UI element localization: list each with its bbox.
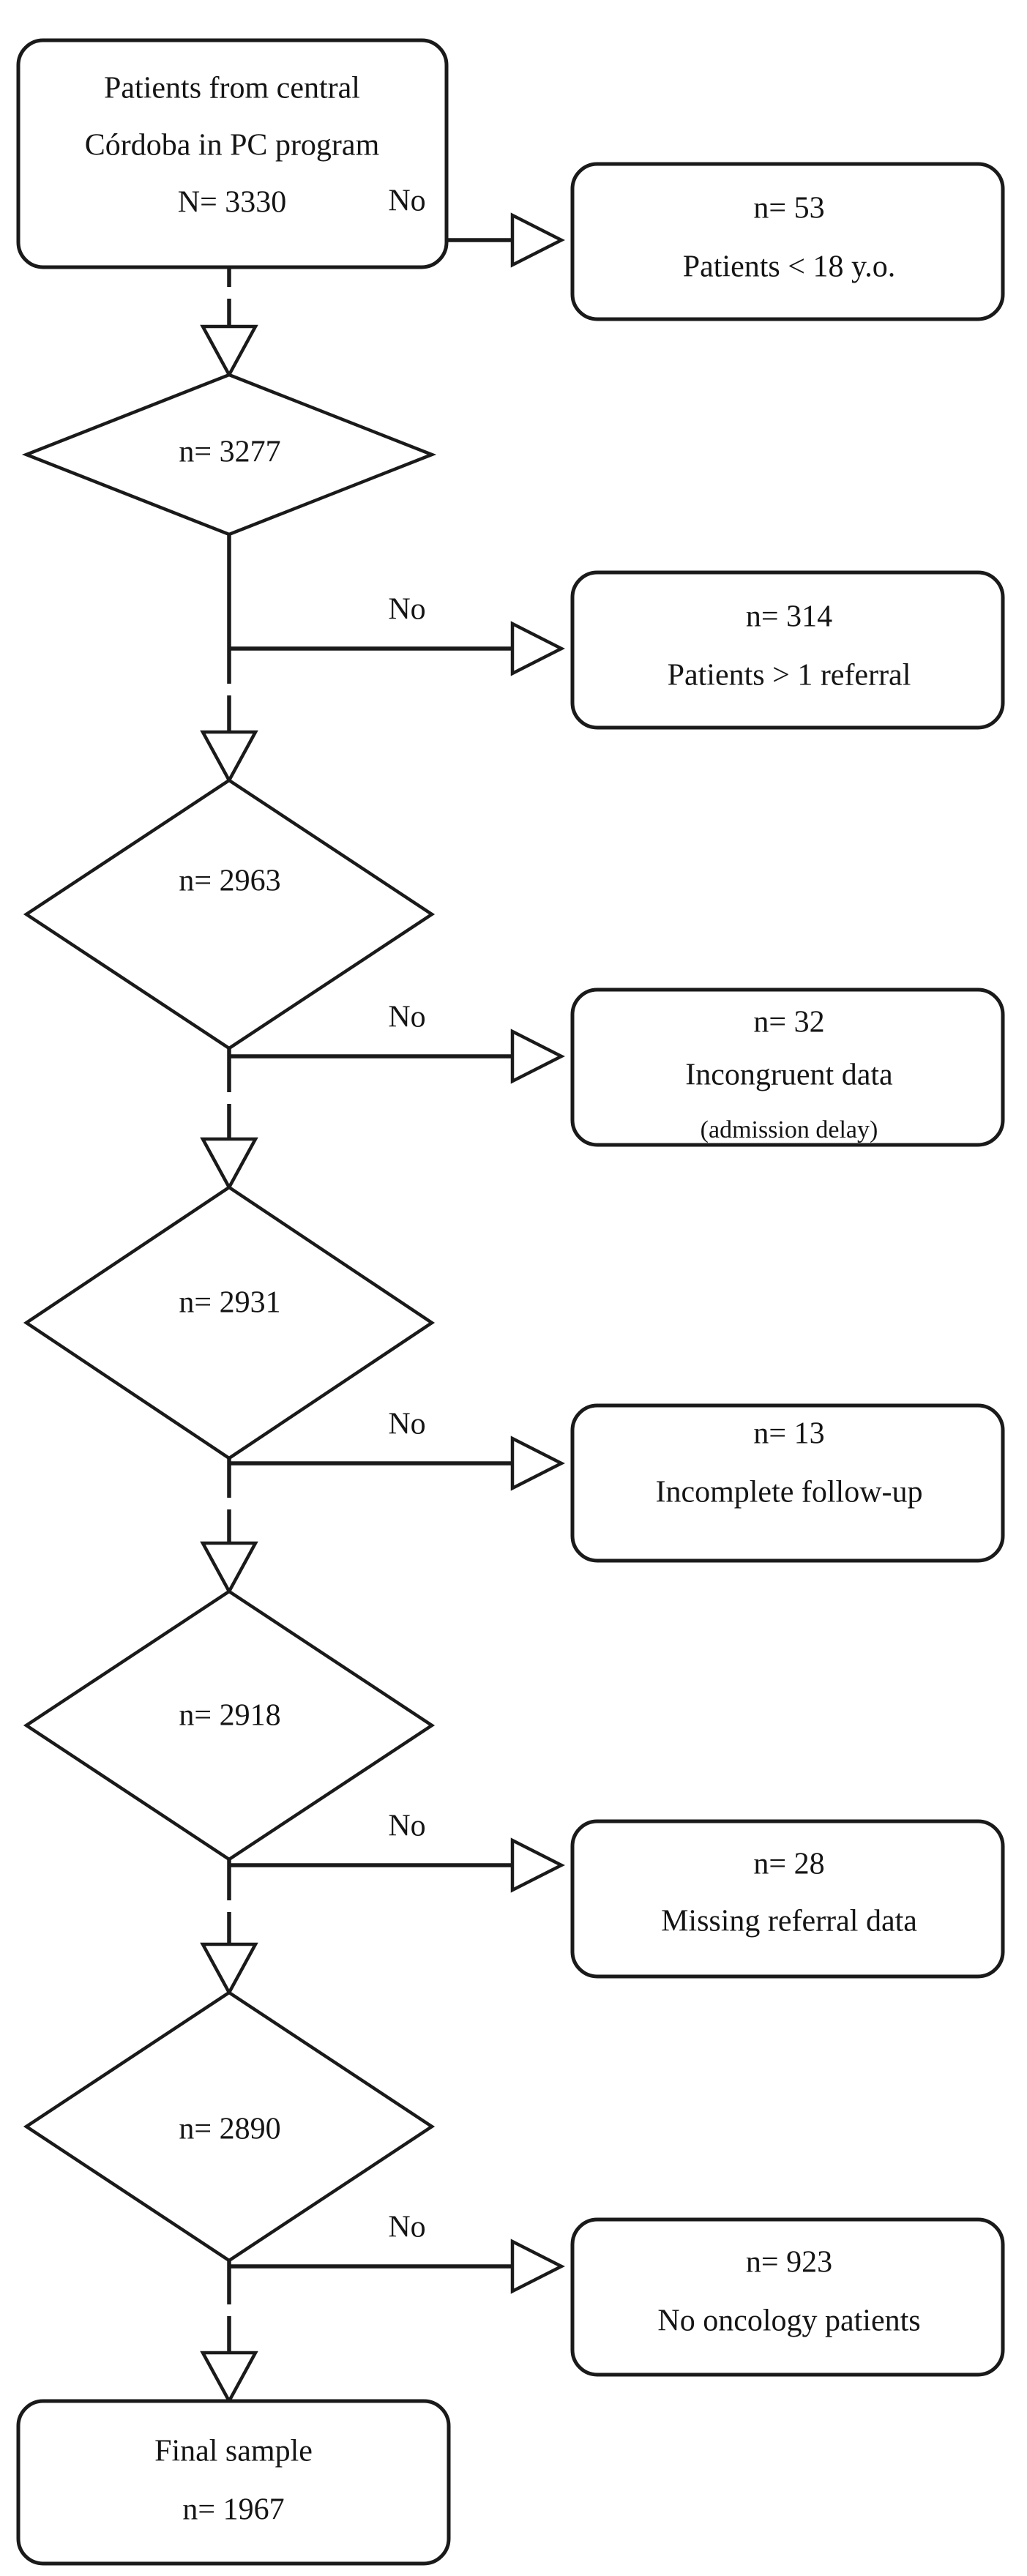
start-line-2: Córdoba in PC program (85, 129, 380, 163)
final-line-2: n= 1967 (182, 2493, 284, 2527)
arrowhead-down-6 (200, 2351, 258, 2405)
exclusion-reason-2: Patients > 1 referral (668, 659, 911, 692)
diamond-label-3: n= 2931 (179, 1286, 280, 1320)
diamond-shape-4 (23, 1589, 436, 1862)
node-exclusion-1[interactable]: n= 53 Patients < 18 y.o. (570, 162, 1005, 321)
arrowhead-right-2 (510, 621, 565, 676)
node-final-sample[interactable]: Final sample n= 1967 (16, 2399, 451, 2566)
node-exclusion-2[interactable]: n= 314 Patients > 1 referral (570, 570, 1005, 730)
exclusion-reason-1: Patients < 18 y.o. (683, 250, 895, 284)
arrowhead-right-6 (510, 2239, 565, 2294)
arrowhead-right-4 (510, 1436, 565, 1491)
branch-labels: No No No No No No (388, 184, 425, 2244)
final-line-1: Final sample (154, 2435, 313, 2468)
diamond-shape-1 (21, 373, 437, 537)
node-exclusion-5[interactable]: n= 28 Missing referral data (570, 1819, 1005, 1979)
node-exclusion-4[interactable]: n= 13 Incomplete follow-up (570, 1403, 1005, 1563)
exclusion-box-shape-2 (570, 570, 1005, 730)
exclusion-count-2: n= 314 (746, 600, 832, 634)
node-start[interactable]: Patients from central Córdoba in PC prog… (16, 38, 449, 269)
exclusion-reason-3: Incongruent data (685, 1059, 893, 1092)
exclusion-count-3: n= 32 (753, 1006, 824, 1039)
diamond-label-1: n= 3277 (179, 436, 280, 469)
diamond-label-2: n= 2963 (179, 865, 280, 898)
diamond-label-4: n= 2918 (179, 1699, 280, 1733)
branch-label-3: No (388, 1001, 425, 1034)
diamond-label-5: n= 2890 (179, 2113, 280, 2146)
start-line-3: N= 3330 (178, 186, 287, 220)
arrowhead-down-3 (200, 1137, 258, 1191)
rightward-arrowheads (510, 212, 565, 2294)
start-line-1: Patients from central (104, 72, 360, 105)
diamond-shape-2 (23, 778, 436, 1050)
arrowhead-down-2 (200, 730, 258, 784)
arrowhead-right-1 (510, 212, 565, 268)
node-decision-3[interactable]: n= 2931 (23, 1185, 436, 1460)
exclusion-note-3: (admission delay) (701, 1116, 878, 1143)
exclusion-count-5: n= 28 (753, 1848, 824, 1881)
node-decision-4[interactable]: n= 2918 (23, 1589, 436, 1862)
exclusion-count-1: n= 53 (753, 192, 824, 225)
node-decision-2[interactable]: n= 2963 (23, 778, 436, 1050)
branch-label-6: No (388, 2211, 425, 2244)
start-box-shape (16, 38, 449, 269)
arrowhead-down-4 (200, 1541, 258, 1595)
branch-label-4: No (388, 1408, 425, 1441)
exclusion-box-shape-3 (570, 988, 1005, 1147)
node-exclusion-6[interactable]: n= 923 No oncology patients (570, 2217, 1005, 2377)
final-box-shape (16, 2399, 451, 2566)
diamond-shape-5 (23, 1990, 436, 2263)
exclusion-box-shape-5 (570, 1819, 1005, 1979)
exclusion-count-4: n= 13 (753, 1417, 824, 1451)
arrowhead-down-5 (200, 1942, 258, 1996)
branch-label-2: No (388, 593, 425, 627)
exclusion-box-shape-1 (570, 162, 1005, 321)
arrowhead-right-5 (510, 1837, 565, 1893)
exclusion-reason-5: Missing referral data (661, 1905, 917, 1938)
exclusion-box-shape-6 (570, 2217, 1005, 2377)
node-exclusion-3[interactable]: n= 32 Incongruent data (admission delay) (570, 988, 1005, 1147)
exclusion-reason-6: No oncology patients (657, 2304, 920, 2338)
branch-label-1: No (388, 184, 425, 218)
arrowhead-right-3 (510, 1028, 565, 1084)
arrowhead-down-1 (200, 324, 258, 378)
exclusion-reason-4: Incomplete follow-up (655, 1476, 922, 1509)
diamond-shape-3 (23, 1185, 436, 1460)
exclusion-count-6: n= 923 (746, 2246, 832, 2280)
node-decision-1[interactable]: n= 3277 (21, 373, 437, 537)
branch-label-5: No (388, 1810, 425, 1843)
node-decision-5[interactable]: n= 2890 (23, 1990, 436, 2263)
exclusion-box-shape-4 (570, 1403, 1005, 1563)
downward-arrowheads (200, 324, 258, 2405)
